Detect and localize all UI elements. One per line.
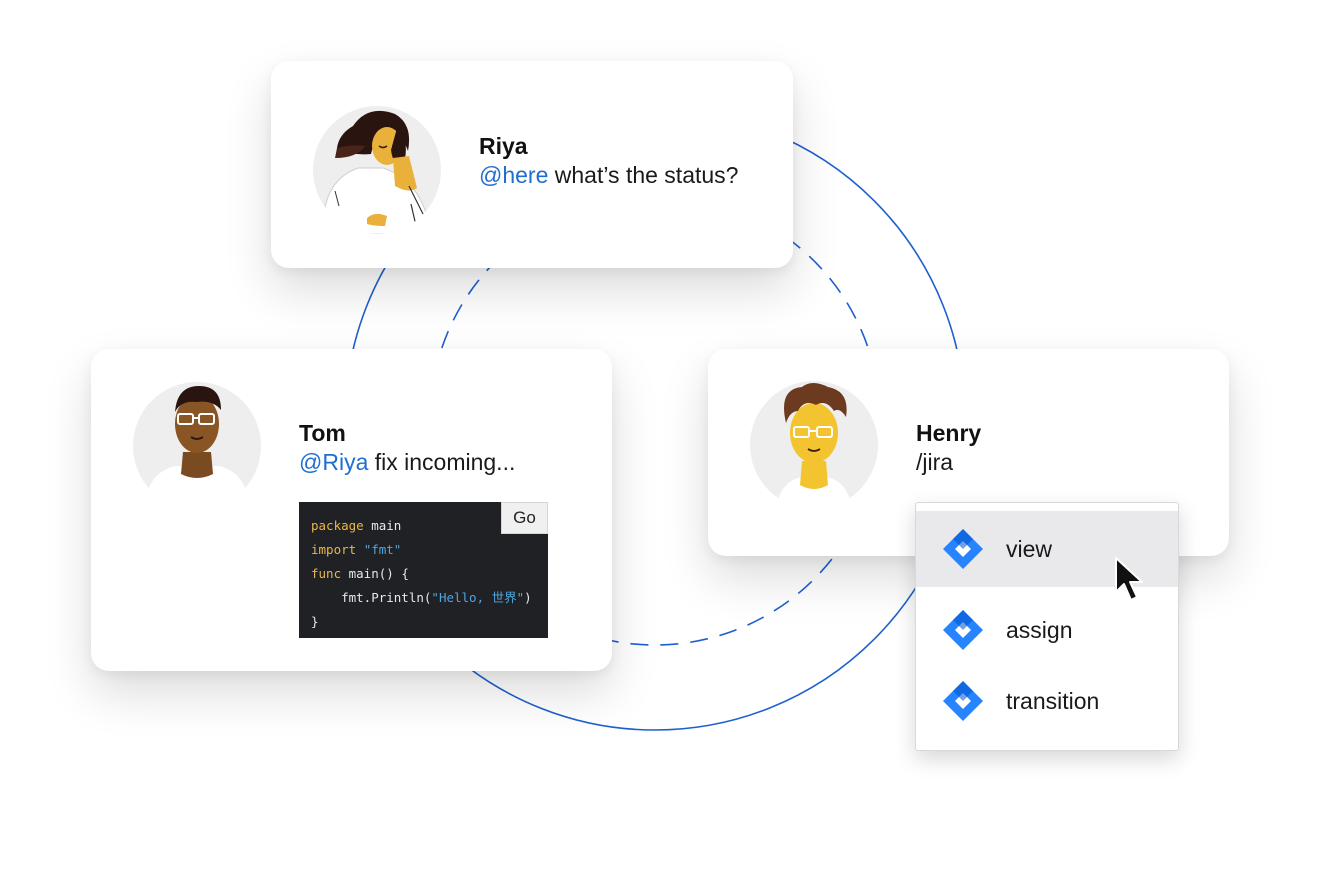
mention-link[interactable]: @Riya	[299, 449, 369, 475]
menu-item-label: view	[1006, 535, 1053, 562]
sender-name: Riya	[479, 133, 528, 159]
message-card-riya: Riya @here what’s the status?	[271, 61, 793, 268]
message-text: /jira	[916, 447, 981, 477]
jira-command-menu: view assign transition	[915, 502, 1179, 751]
menu-item-transition[interactable]: transition	[916, 663, 1178, 739]
menu-item-label: assign	[1006, 616, 1073, 643]
menu-item-assign[interactable]: assign	[916, 592, 1178, 668]
code-snippet: Go package main import "fmt" func main()…	[299, 502, 548, 638]
message-body: fix incoming...	[368, 449, 516, 475]
go-run-button[interactable]: Go	[501, 502, 548, 534]
code-line: func main() {	[311, 566, 409, 581]
message-text: @here what’s the status?	[479, 160, 738, 190]
code-line: fmt.Println("Hello, 世界")	[311, 590, 532, 605]
man-curly-hair-illustration-icon	[776, 383, 852, 509]
mouse-pointer-icon	[1115, 557, 1143, 601]
message-text: @Riya fix incoming...	[299, 447, 515, 477]
woman-illustration-icon	[322, 110, 432, 234]
jira-icon	[943, 610, 983, 650]
avatar-tom	[133, 382, 261, 510]
jira-icon	[943, 681, 983, 721]
message-card-tom: Tom @Riya fix incoming... Go package mai…	[91, 349, 612, 671]
slash-command: /jira	[916, 449, 954, 475]
code-line: import "fmt"	[311, 542, 402, 557]
sender-name: Tom	[299, 420, 346, 446]
code-line: package main	[311, 518, 402, 533]
menu-item-label: transition	[1006, 687, 1100, 714]
code-line: }	[311, 614, 319, 629]
jira-icon	[943, 529, 983, 569]
mention-link[interactable]: @here	[479, 162, 549, 188]
message-body: what’s the status?	[548, 162, 739, 188]
sender-name: Henry	[916, 420, 982, 446]
avatar-henry	[750, 381, 878, 509]
avatar-riya	[313, 106, 441, 234]
man-glasses-illustration-icon	[145, 386, 249, 510]
